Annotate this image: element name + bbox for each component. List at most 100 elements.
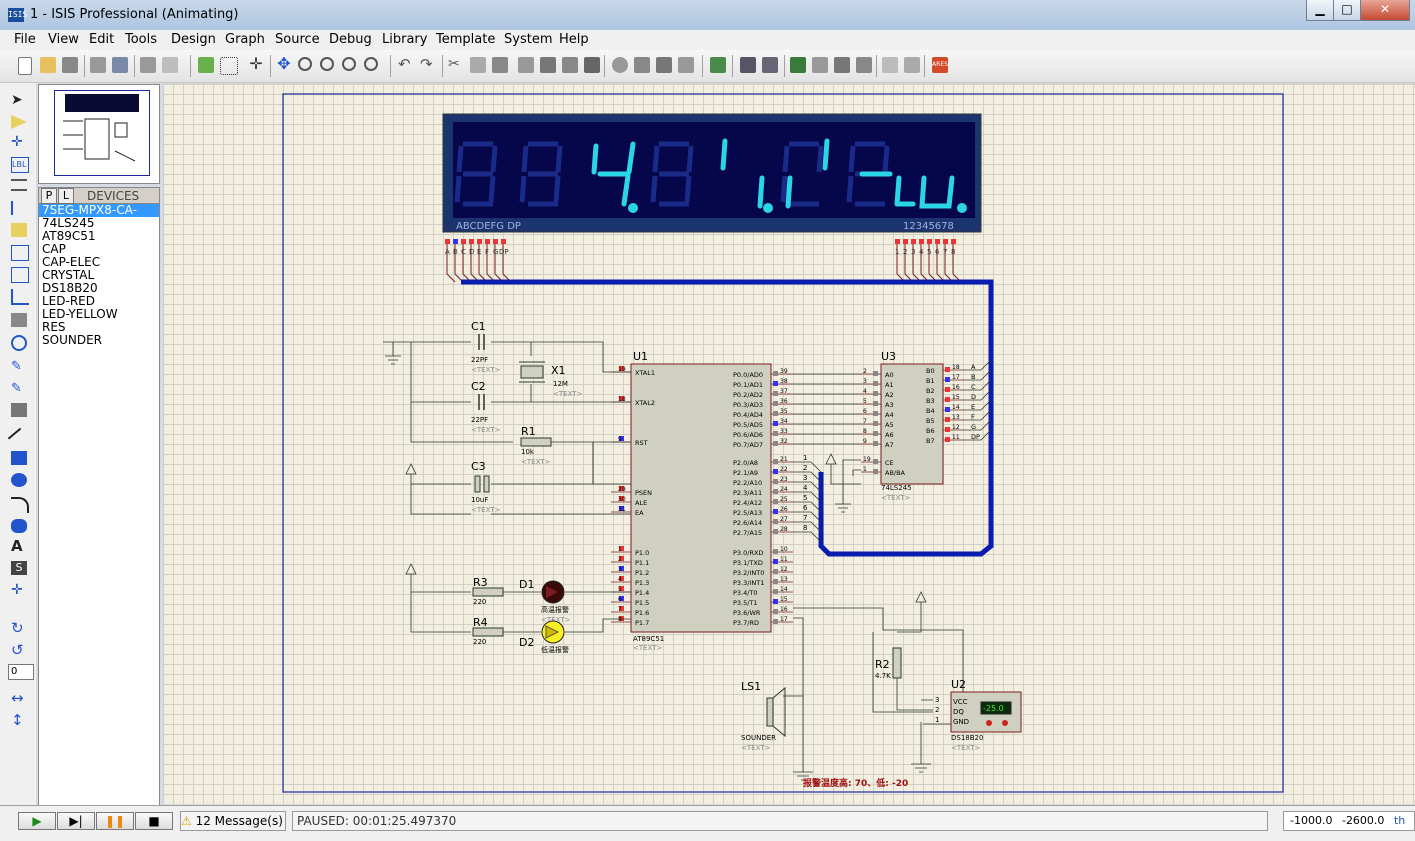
stop-button[interactable]: ■ [135,812,173,830]
import-icon[interactable] [90,57,106,73]
undo-icon[interactable]: ↶ [398,55,411,73]
library-manager-button[interactable]: L [58,188,74,204]
zoom-all-icon[interactable] [342,57,356,71]
generator-icon[interactable] [11,335,27,351]
capacitor-c2[interactable]: C2 22PF <TEXT> [471,380,501,434]
decompose-icon[interactable] [678,57,694,73]
menu-help[interactable]: Help [559,32,589,47]
capacitor-c3[interactable]: C3 10uF <TEXT> [471,460,501,514]
menu-debug[interactable]: Debug [329,32,372,47]
zoom-out-icon[interactable] [320,57,334,71]
origin-icon[interactable]: ✛ [249,54,263,73]
rotate-ccw-icon[interactable]: ↺ [11,641,24,659]
play-button[interactable]: ▶ [18,812,56,830]
menu-file[interactable]: File [14,32,36,47]
device-item-res[interactable]: RES [42,320,66,334]
device-item-cap-elec[interactable]: CAP-ELEC [42,255,101,269]
menu-graph[interactable]: Graph [225,32,265,47]
capacitor-c1[interactable]: C1 22PF <TEXT> [471,320,501,374]
marker-icon[interactable]: ✛ [11,582,23,598]
led-d2-yellow[interactable]: D2 低温报警 [519,620,569,654]
grid-icon[interactable] [220,57,238,75]
open-folder-icon[interactable] [40,57,56,73]
pick-devices-button[interactable]: P [41,188,57,204]
virtual-instruments-icon[interactable] [11,403,27,417]
voltage-probe-icon[interactable]: ✎ [11,359,22,374]
component-mode-icon[interactable] [11,115,27,129]
menu-library[interactable]: Library [382,32,428,47]
device-item-crystal[interactable]: CRYSTAL [42,268,95,282]
zoom-child-icon[interactable] [856,57,872,73]
device-item-cap[interactable]: CAP [42,242,66,256]
menu-edit[interactable]: Edit [89,32,115,47]
property-assign-icon[interactable] [762,57,778,73]
circle-icon[interactable] [11,473,27,487]
device-item-74ls245[interactable]: 74LS245 [42,216,95,230]
junction-dot-icon[interactable]: ✛ [11,134,23,150]
block-rotate-icon[interactable] [562,57,578,73]
refresh-icon[interactable] [198,57,214,73]
close-button[interactable]: ✕ [1360,0,1410,21]
print-area-icon[interactable] [162,57,178,73]
package-tool-icon[interactable] [656,57,672,73]
mirror-x-icon[interactable]: ↔ [11,689,24,707]
pick-device-icon[interactable] [612,57,628,73]
zoom-in-icon[interactable] [298,57,312,71]
goto-sheet-icon[interactable] [834,57,850,73]
block-delete-icon[interactable] [584,57,600,73]
zoom-area-icon[interactable] [364,57,378,71]
arc-icon[interactable] [11,497,29,513]
tape-recorder-icon[interactable] [11,313,27,327]
graph-mode-icon[interactable] [11,289,29,305]
device-item-led-yellow[interactable]: LED-YELLOW [42,307,118,321]
menu-system[interactable]: System [504,32,553,47]
device-item-sounder[interactable]: SOUNDER [42,333,102,347]
menu-tools[interactable]: Tools [125,32,158,47]
path-icon[interactable] [11,519,27,533]
wire-label-icon[interactable]: LBL [11,157,29,173]
symbol-icon[interactable]: S [11,561,27,575]
mirror-y-icon[interactable]: ↕ [11,711,24,729]
sounder-ls1[interactable]: LS1 SOUNDER <TEXT> [741,680,786,752]
menu-view[interactable]: View [48,32,79,47]
sensor-u2-ds18b20[interactable]: -25.0 U2 VCC DQ GND 3 2 1 DS18B20 <TEXT> [935,678,1022,752]
menu-template[interactable]: Template [436,32,496,47]
remove-sheet-icon[interactable] [812,57,828,73]
text-script-icon[interactable] [11,179,27,191]
bom-icon[interactable] [882,57,898,73]
device-item-7seg[interactable]: 7SEG-MPX8-CA-BLUE [39,204,159,230]
ares-icon[interactable]: ARES [932,57,948,73]
cut-icon[interactable]: ✂ [448,56,460,72]
block-move-icon[interactable] [540,57,556,73]
copy-icon[interactable] [470,57,486,73]
schematic-canvas[interactable]: ABCDEFG DP 12345678 A B C D E F G DP 1 2… [163,84,1415,804]
resistor-r1[interactable]: R1 10k <TEXT> [520,425,552,466]
text-icon[interactable]: A [11,537,23,555]
erc-icon[interactable] [904,57,920,73]
overview-window[interactable] [38,84,160,184]
buses-icon[interactable] [11,201,29,215]
pause-button[interactable]: ❚❚ [96,812,134,830]
wire-autorouter-icon[interactable] [710,57,726,73]
new-sheet-icon[interactable] [790,57,806,73]
seven-segment-display[interactable]: ABCDEFG DP 12345678 [442,113,982,233]
menu-design[interactable]: Design [171,32,216,47]
crystal-x1[interactable]: X1 12M <TEXT> [519,361,583,398]
new-file-icon[interactable] [18,57,32,75]
device-item-led-red[interactable]: LED-RED [42,294,95,308]
print-icon[interactable] [140,57,156,73]
device-item-at89c51[interactable]: AT89C51 [42,229,96,243]
search-tag-icon[interactable] [740,57,756,73]
rotation-angle-input[interactable]: 0 [8,664,34,680]
minimize-button[interactable]: ▁ [1306,0,1334,21]
resistor-r3[interactable]: R3 220 [472,576,504,606]
resistor-r2[interactable]: R2 4.7K [875,647,902,680]
menu-source[interactable]: Source [275,32,320,47]
pan-icon[interactable]: ✥ [277,54,291,73]
selection-mode-icon[interactable]: ➤ [11,92,23,108]
messages-indicator[interactable]: ⚠ 12 Message(s) [180,811,286,831]
device-pins-icon[interactable] [11,267,29,283]
make-device-icon[interactable] [634,57,650,73]
